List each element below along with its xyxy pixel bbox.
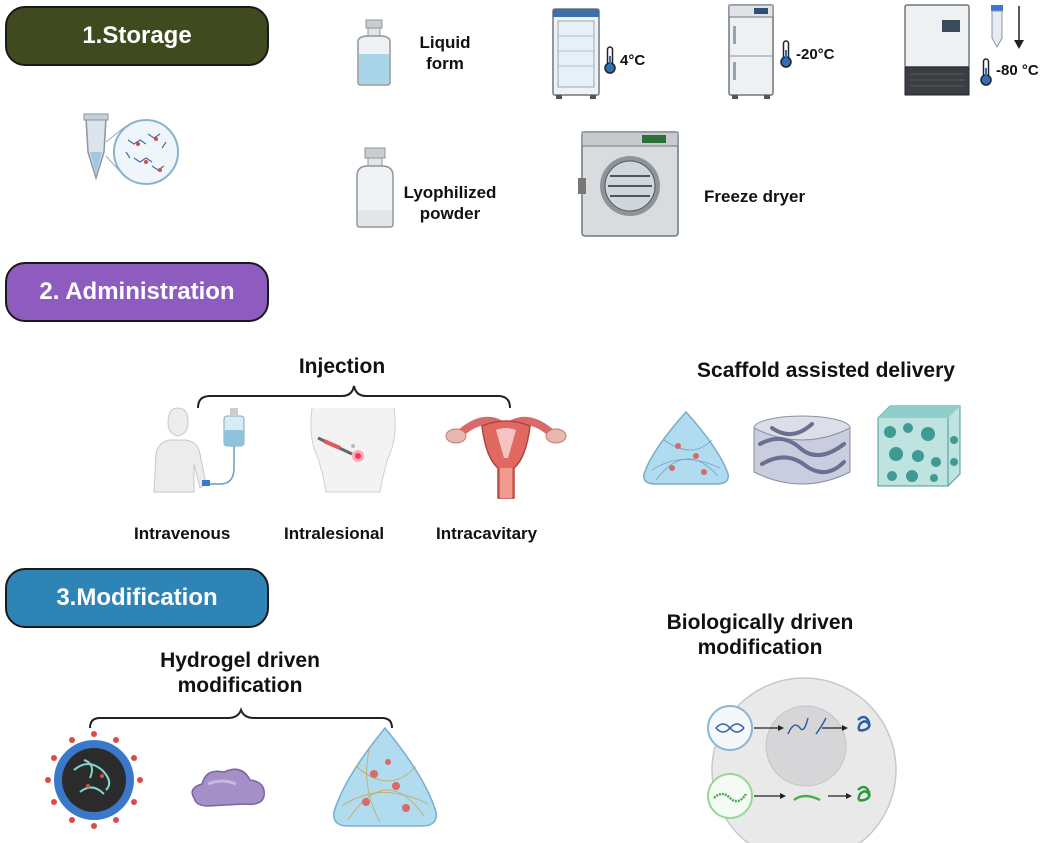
liquid-vial-icon [357, 19, 391, 86]
hydrogel-dome-large-icon [333, 726, 437, 827]
storage-title: 1.Storage [82, 22, 192, 49]
bio-line1: Biologically driven [666, 611, 854, 634]
lyophilized-line2: powder [419, 204, 481, 223]
intralesional-label: Intralesional [284, 524, 385, 543]
administration-title: 2. Administration [39, 278, 235, 305]
intralesional-icon [310, 407, 396, 493]
scaffold-cylinder-icon [753, 415, 851, 485]
hydrogel-brace [89, 707, 393, 729]
liquid-form-label: Liquid form [410, 32, 480, 74]
hydrogel-line1: Hydrogel driven [160, 649, 320, 672]
injection-brace [197, 385, 511, 409]
liquid-form-line1: Liquid [419, 33, 471, 52]
intravenous-icon [153, 407, 245, 493]
hydrogel-blob-icon [191, 768, 265, 807]
lyophilized-label: Lyophilized powder [402, 182, 498, 224]
lyophilized-vial-icon [356, 147, 394, 228]
intracavitary-icon [445, 417, 567, 499]
hydrogel-line2: modification [177, 674, 303, 697]
hydrogel-dome-icon [643, 410, 729, 485]
temp-fridge: 4°C [620, 52, 646, 69]
cell-icon [707, 677, 897, 843]
porous-cube-icon [877, 405, 961, 487]
liquid-form-line2: form [426, 54, 464, 73]
ultra-freezer-icon [904, 4, 970, 96]
freezer-icon [728, 4, 774, 99]
freeze-dryer-icon [578, 131, 679, 237]
modification-title: 3.Modification [56, 584, 218, 611]
lyophilized-line1: Lyophilized [403, 183, 497, 202]
thermometer-icon-2 [780, 40, 792, 68]
nanoparticle-icon [45, 731, 143, 829]
bio-label: Biologically driven modification [640, 610, 880, 660]
temp-ultra: -80 °C [996, 62, 1039, 79]
administration-title-pill: 2. Administration [5, 262, 269, 322]
modification-title-pill: 3.Modification [5, 568, 269, 628]
intracavitary-label: Intracavitary [436, 524, 538, 543]
bio-line2: modification [697, 636, 823, 659]
injection-label: Injection [298, 355, 386, 378]
fridge-icon [552, 8, 600, 99]
temp-freezer: -20°C [796, 46, 835, 63]
falcon-tube-icon [991, 5, 1003, 49]
hydrogel-label: Hydrogel driven modification [140, 648, 340, 698]
scaffold-label: Scaffold assisted delivery [697, 359, 955, 382]
thermometer-icon-3 [980, 58, 992, 86]
down-arrow-icon [1014, 6, 1024, 49]
storage-title-pill: 1.Storage [5, 6, 269, 66]
thermometer-icon-1 [604, 46, 616, 74]
intravenous-label: Intravenous [134, 524, 231, 543]
freeze-dryer-label: Freeze dryer [704, 187, 806, 206]
tube-nanoparticle-icon [83, 113, 179, 185]
